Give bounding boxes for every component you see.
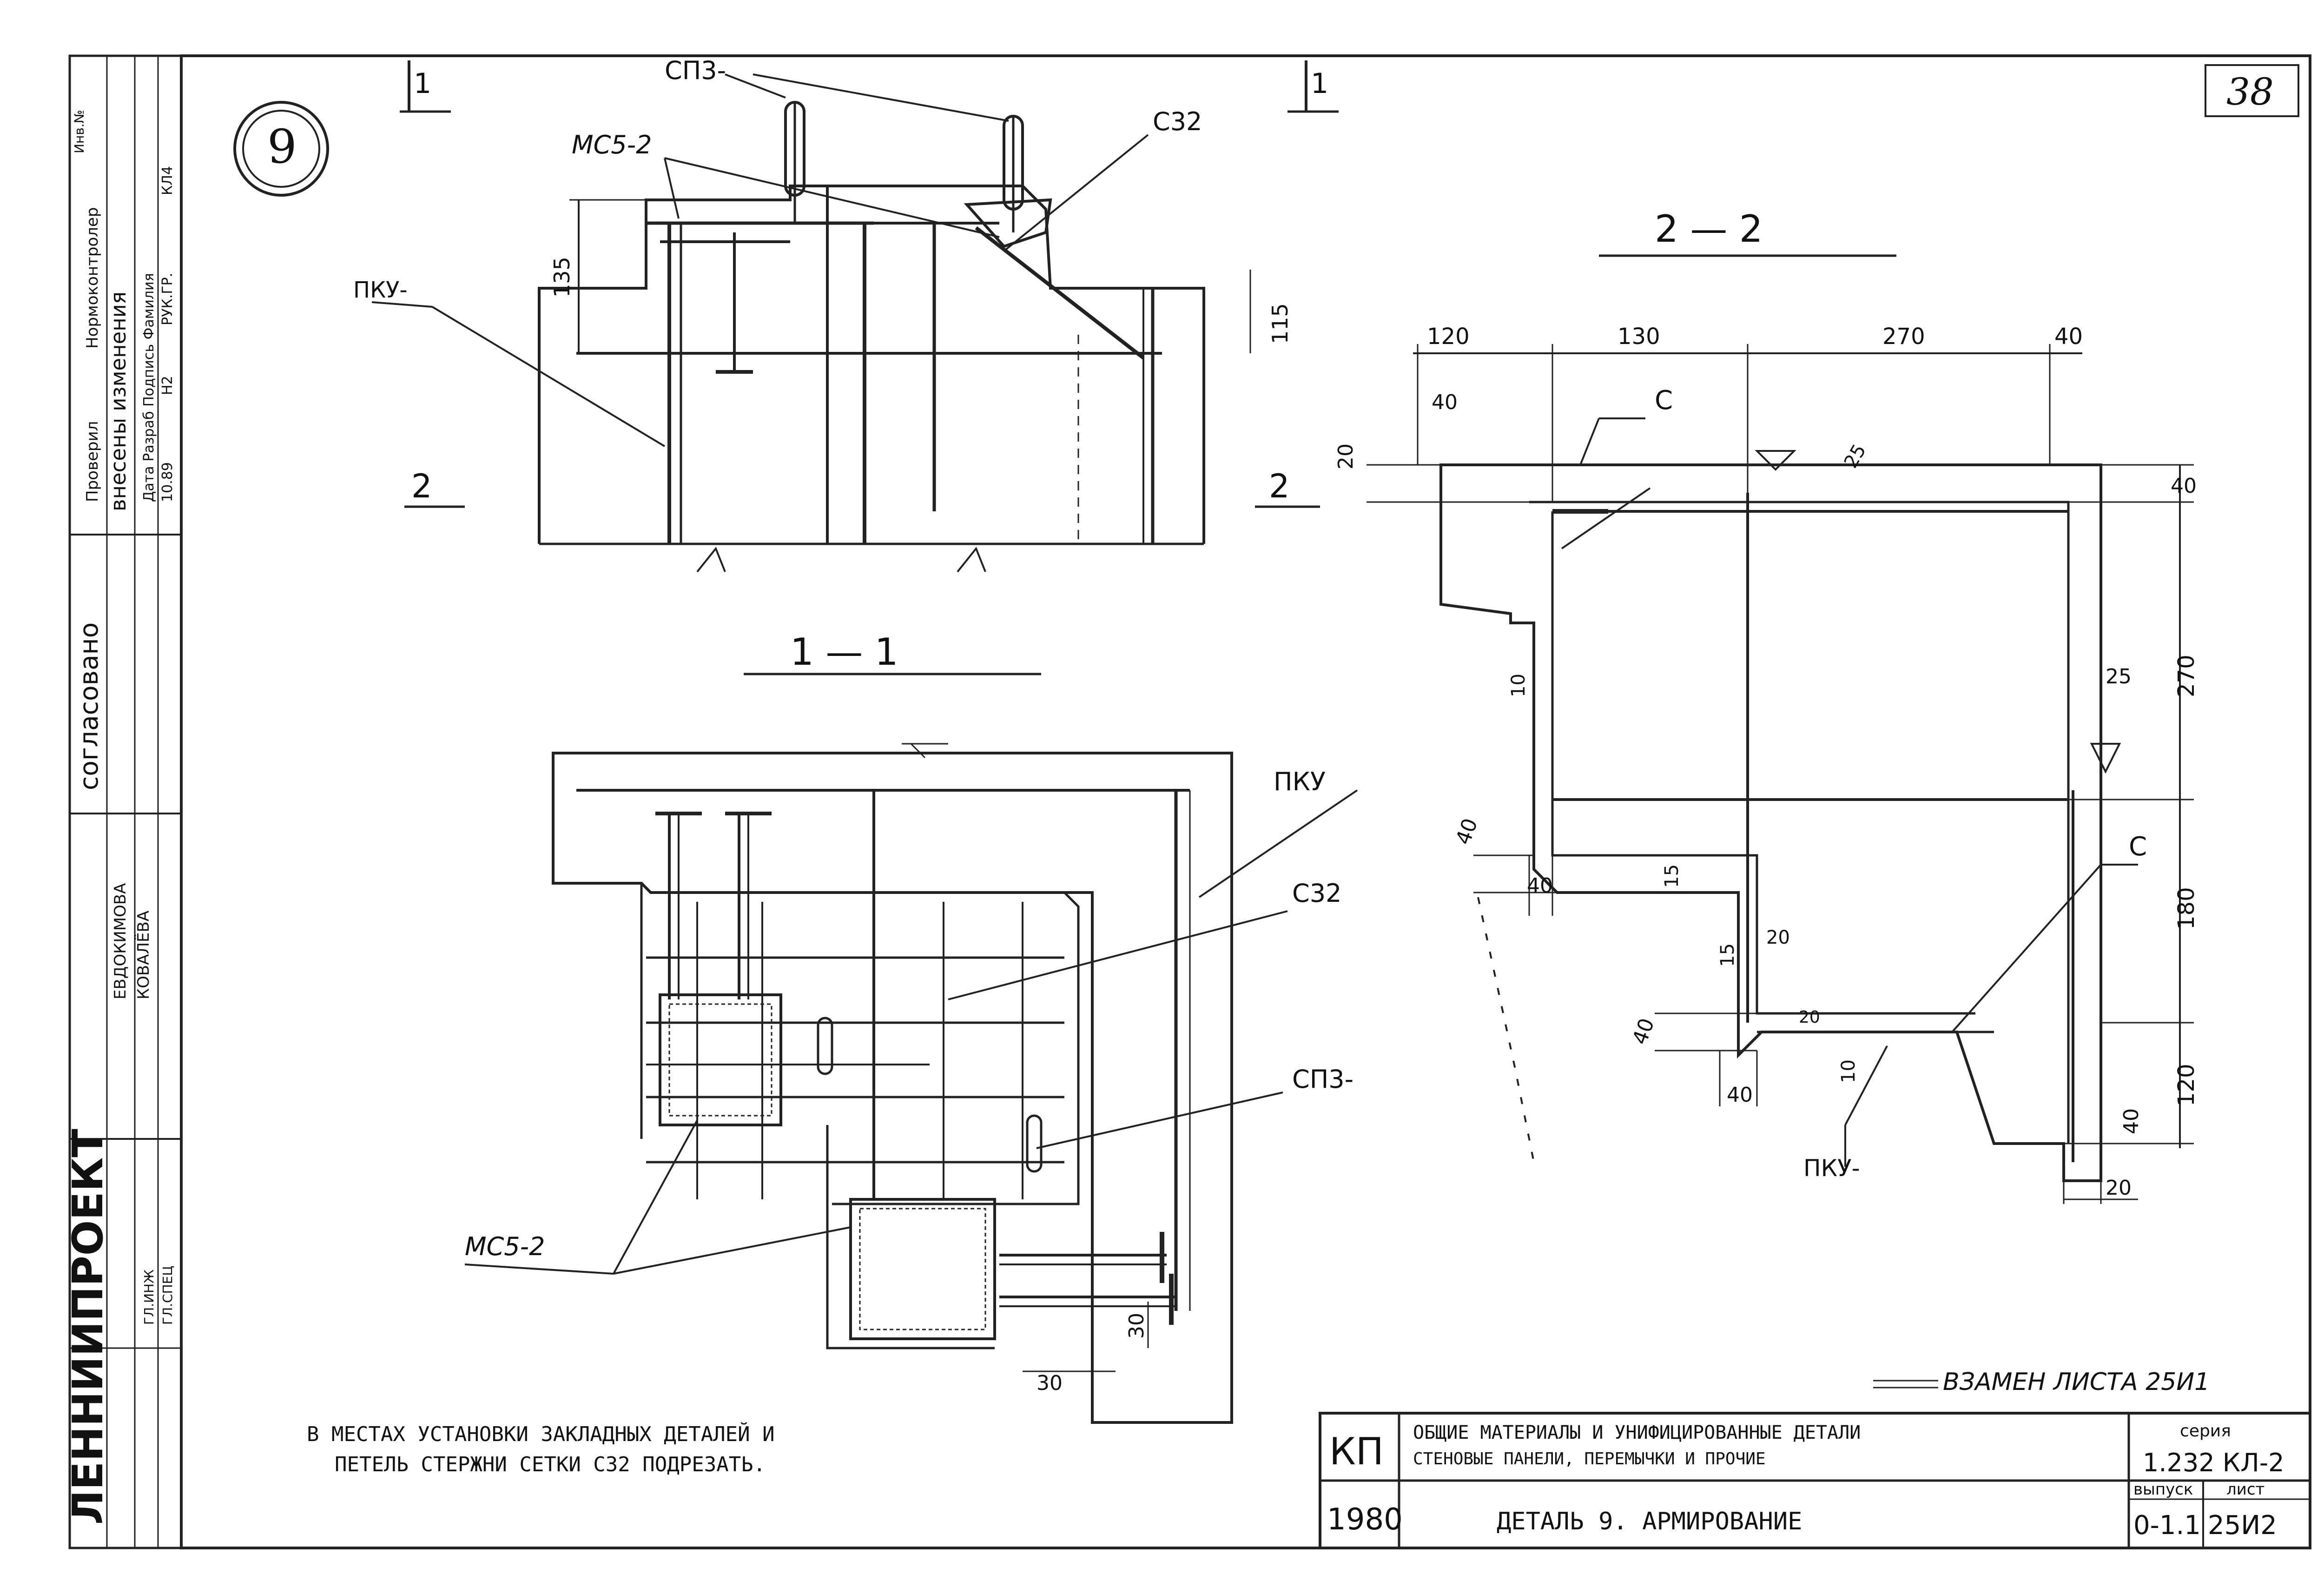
dim-40-foot-right: 40 bbox=[2119, 1108, 2143, 1134]
c-top-label: С bbox=[1655, 385, 1673, 416]
dim-40-foot: 40 bbox=[1727, 1083, 1753, 1107]
dim-15-b: 15 bbox=[1717, 943, 1738, 967]
c32-top-label: С32 bbox=[1153, 107, 1202, 136]
dim-40-mid: 40 bbox=[1451, 815, 1482, 848]
sheet-title: ДЕТАЛЬ 9. АРМИРОВАНИЕ bbox=[1497, 1508, 1802, 1535]
dim-20-left: 20 bbox=[1334, 443, 1358, 470]
section-1-left-top: 1 bbox=[414, 67, 431, 100]
dim-40-bottom: 40 bbox=[1628, 1015, 1659, 1048]
stamp-role-2: Нормоконтролер bbox=[83, 207, 102, 349]
note-line-2: ПЕТЕЛЬ СТЕРЖНИ СЕТКИ С32 ПОДРЕЗАТЬ. bbox=[335, 1453, 766, 1476]
dim-135: 135 bbox=[549, 257, 574, 298]
replace-note: ВЗАМЕН ЛИСТА 25И1 bbox=[1943, 1368, 2210, 1396]
stamp-misc-3: РУК.ГР. bbox=[159, 273, 176, 325]
elevation-view bbox=[371, 60, 1339, 573]
seria-label: серия bbox=[2180, 1422, 2231, 1441]
stamp-misc-2: Н2 bbox=[159, 376, 176, 395]
stamp-name-2: КОВАЛЁВА bbox=[134, 911, 153, 999]
agreed-label: согласовано bbox=[74, 622, 104, 790]
sheet-border bbox=[180, 54, 2311, 1549]
vypusk-value: 0-1.1 bbox=[2133, 1510, 2201, 1541]
section-2-2-labels: 120 130 270 40 40 20 25 40 270 25 10 40 … bbox=[1334, 324, 2199, 1200]
title-year: 1980 bbox=[1327, 1502, 1403, 1537]
note-line-1: В МЕСТАХ УСТАНОВКИ ЗАКЛАДНЫХ ДЕТАЛЕЙ И bbox=[307, 1422, 775, 1446]
pku-right-label: ПКУ- bbox=[1803, 1155, 1860, 1182]
sheet-number-box bbox=[2205, 64, 2299, 117]
detail-circle bbox=[233, 101, 329, 197]
dim-40-left: 40 bbox=[1432, 390, 1458, 414]
pku-top-label: ПКУ- bbox=[353, 277, 408, 303]
dim-40-low: 40 bbox=[1527, 874, 1553, 898]
dim-20-bottom: 20 bbox=[1799, 1008, 1820, 1027]
mc52-bottom-label: МС5-2 bbox=[465, 1232, 545, 1261]
stamp-role-1: Проверил bbox=[83, 421, 102, 502]
dim-120-top: 120 bbox=[1427, 324, 1470, 350]
stamp-misc-1: 10.89 bbox=[159, 462, 176, 502]
dim-40-top: 40 bbox=[2054, 324, 2083, 350]
dim-270-vert: 270 bbox=[2173, 655, 2199, 697]
c32-bottom-label: С32 bbox=[1292, 879, 1341, 908]
seria-value: 1.232 КЛ-2 bbox=[2143, 1448, 2284, 1477]
section-2-left: 2 bbox=[411, 467, 432, 505]
dim-10-bottom: 10 bbox=[1838, 1059, 1859, 1083]
stamp-misc-5: Инв.№ bbox=[72, 110, 87, 153]
sp3-top-label: СП3- bbox=[665, 56, 726, 85]
title-block bbox=[1319, 1412, 2311, 1549]
pku-bottom-label: ПКУ bbox=[1274, 767, 1326, 796]
stamp-misc-7: ГЛ.СПЕЦ bbox=[160, 1266, 175, 1325]
changes-label: внесены изменения bbox=[106, 291, 131, 511]
stamp-misc-4: КЛ4 bbox=[159, 166, 176, 195]
section-2-right: 2 bbox=[1269, 467, 1290, 505]
section-1-1-labels: ПКУ С32 СП3- МС5-2 30 30 bbox=[465, 767, 1353, 1395]
stamp-date-row: Дата Разраб Подпись Фамилия bbox=[141, 273, 157, 502]
elevation-labels: СП3- МС5-2 С32 ПКУ- 135 115 1 1 2 2 bbox=[353, 56, 1328, 505]
stamp-name-1: ЕВДОКИМОВА bbox=[111, 883, 130, 999]
sp3-bottom-label: СП3- bbox=[1292, 1065, 1353, 1094]
dim-20-mid: 20 bbox=[1766, 927, 1790, 948]
section-title-2-2: 2 — 2 bbox=[1655, 207, 1763, 251]
mc52-top-label: МС5-2 bbox=[572, 130, 652, 159]
list-value: 25И2 bbox=[2208, 1510, 2277, 1541]
dim-20-foot-right: 20 bbox=[2106, 1176, 2132, 1200]
dim-270-top: 270 bbox=[1882, 324, 1925, 350]
section-2-2-view bbox=[1367, 344, 2194, 1204]
dim-25-right: 25 bbox=[2106, 665, 2132, 688]
dim-120-vert: 120 bbox=[2173, 1064, 2199, 1106]
sheet-number: 38 bbox=[2226, 70, 2274, 113]
stamp-misc-6: ГЛ.ИНЖ bbox=[141, 1270, 157, 1325]
list-label: лист bbox=[2226, 1480, 2265, 1499]
detail-number: 9 bbox=[267, 119, 297, 174]
dim-30-vert: 30 bbox=[1125, 1313, 1149, 1339]
section-1-1-view bbox=[464, 743, 1358, 1424]
section-title-1-1: 1 — 1 bbox=[790, 630, 898, 674]
dim-10-left: 10 bbox=[1508, 674, 1529, 697]
title-kp: КП bbox=[1329, 1430, 1384, 1473]
dim-180-vert: 180 bbox=[2173, 887, 2199, 930]
dim-30: 30 bbox=[1037, 1371, 1063, 1395]
side-stamp: ЛЕННИИПРОЕКТ согласовано внесены изменен… bbox=[64, 54, 183, 1549]
org-name: ЛЕННИИПРОЕКТ bbox=[64, 1129, 112, 1525]
title-line-2: СТЕНОВЫЕ ПАНЕЛИ, ПЕРЕМЫЧКИ И ПРОЧИЕ bbox=[1413, 1449, 1766, 1468]
c-bottom-label: С bbox=[2129, 832, 2147, 862]
section-1-right-top: 1 bbox=[1311, 67, 1328, 100]
dim-25-top: 25 bbox=[1840, 441, 1870, 472]
title-line-1: ОБЩИЕ МАТЕРИАЛЫ И УНИФИЦИРОВАННЫЕ ДЕТАЛИ bbox=[1413, 1422, 1861, 1443]
dim-15-a: 15 bbox=[1661, 864, 1683, 888]
dim-40-right: 40 bbox=[2171, 474, 2197, 498]
dim-115: 115 bbox=[1268, 303, 1293, 344]
dim-130-top: 130 bbox=[1618, 324, 1660, 350]
vypusk-label: выпуск bbox=[2133, 1480, 2193, 1499]
